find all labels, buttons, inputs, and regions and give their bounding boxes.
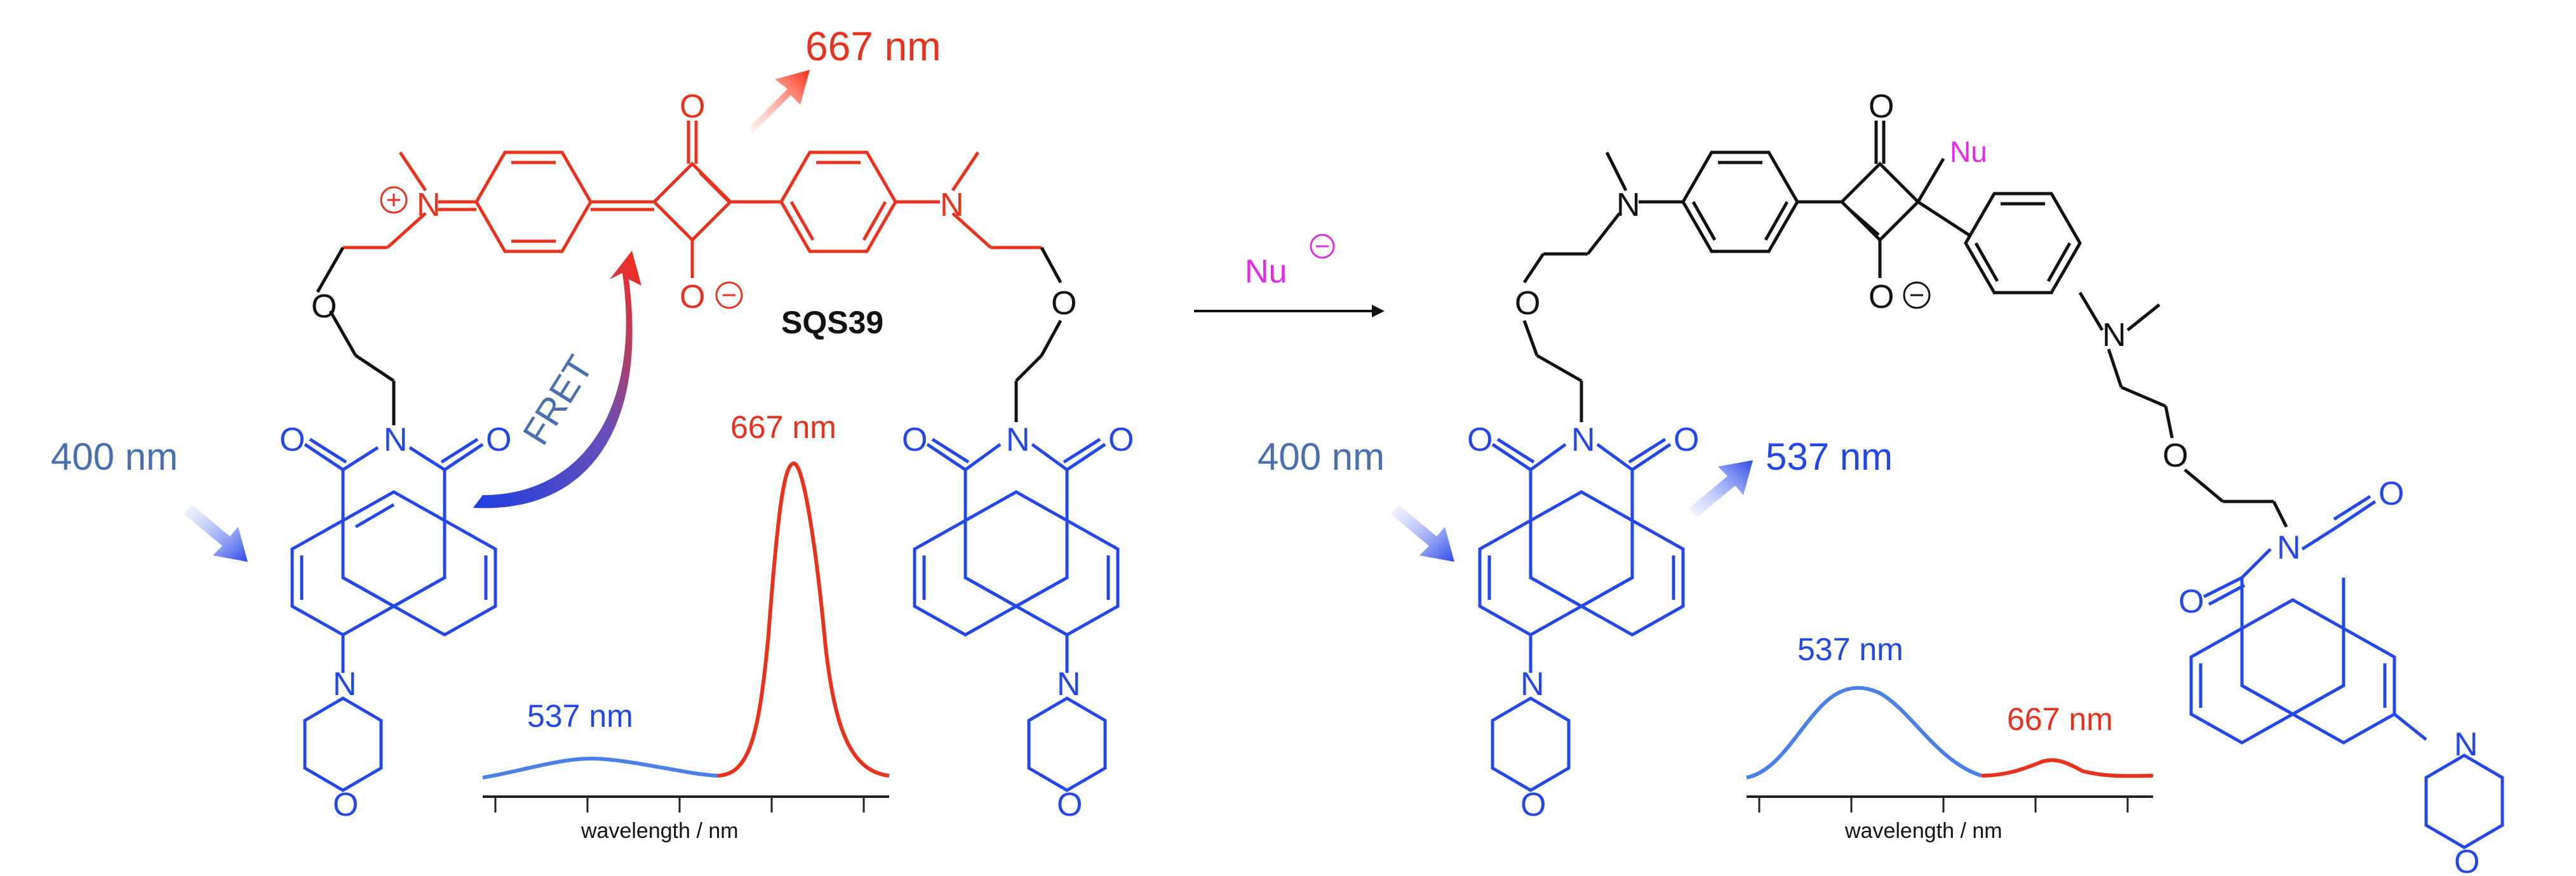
atom-n-morph-right-1: N [1520, 666, 1545, 703]
reaction-arrow [1194, 305, 1385, 317]
charge-symbols [380, 186, 1931, 309]
spectrum-left-red-label: 667 nm [730, 409, 836, 445]
atom-n-plus-left: N [417, 187, 441, 223]
atom-n-right-red: N [940, 187, 964, 223]
blue-emission-arrow-right [1689, 460, 1753, 517]
atom-o-ether-right-mol: O [1515, 285, 1540, 322]
blue-excitation-arrow-left [184, 505, 248, 562]
atom-o-morph-left: O [333, 786, 358, 823]
atom-o-morph-left-2: O [1057, 786, 1082, 823]
reagent-label: Nu [1245, 253, 1287, 290]
atom-o-top-left: O [680, 88, 705, 125]
left-ether-chain [316, 246, 396, 425]
naphthalimide-right-2 [2189, 494, 2504, 849]
atom-o-imide-right-1b: O [1674, 421, 1699, 458]
right-ether-chain [1014, 246, 1063, 422]
spectrum-right-red-label: 667 nm [2007, 701, 2113, 737]
atom-o-imide-right-2a: O [2378, 475, 2404, 512]
compound-name: SQS39 [781, 305, 883, 340]
emission-label-right: 537 nm [1766, 435, 1893, 478]
spectrum-left-blue-curve [482, 756, 718, 780]
spectrum-right-axis-label: wavelength / nm [1844, 819, 2002, 843]
nu-label: Nu [1950, 135, 1987, 168]
atom-o-morph-right-2: O [2454, 844, 2479, 876]
atom-n-right-mol-2: N [2102, 317, 2126, 354]
excitation-label-right: 400 nm [1258, 435, 1385, 478]
spectrum-left [482, 461, 890, 813]
atom-o-imide-right-2b: O [2178, 583, 2204, 620]
atom-n-right-mol: N [1616, 187, 1640, 223]
spectrum-left-blue-label: 537 nm [527, 698, 633, 734]
atom-n-imide-right-1: N [1571, 421, 1595, 458]
spectrum-right [1746, 686, 2154, 813]
spectrum-left-red-curve [717, 461, 890, 778]
atom-o-ether-right-mol-2: O [2163, 437, 2188, 474]
naphthalimide-left [290, 437, 497, 792]
atom-o-imide-left-2a: O [902, 421, 927, 458]
emission-top-label: 667 nm [805, 23, 941, 69]
atom-n-imide-right-2: N [2277, 529, 2301, 566]
atom-n-morph-right-2: N [2454, 726, 2478, 763]
atom-o-minus-left: O [680, 279, 705, 315]
atom-o-imide-left-b: O [486, 421, 511, 458]
excitation-label-left: 400 nm [51, 435, 178, 478]
atom-o-ether-right: O [1051, 285, 1077, 322]
spectrum-right-blue-curve [1746, 686, 1982, 780]
squaraine-core-left [343, 121, 1042, 278]
spectrum-left-axis-label: wavelength / nm [580, 819, 739, 843]
atom-o-ether-left: O [311, 288, 337, 325]
atom-o-imide-left-a: O [279, 421, 305, 458]
red-emission-arrow-left [749, 70, 810, 133]
naphthalimide-right-1 [1478, 437, 1685, 792]
right-molecule-core [1522, 121, 2288, 528]
atom-n-morph-left-2: N [1057, 666, 1081, 703]
atom-n-imide-left: N [384, 421, 408, 458]
fret-arrow [473, 251, 641, 508]
atom-o-top-right: O [1868, 88, 1894, 125]
fret-label: FRET [515, 348, 601, 452]
atom-o-imide-left-2b: O [1108, 421, 1134, 458]
atom-n-imide-left-2: N [1006, 421, 1030, 458]
naphthalimide-left-2 [913, 437, 1120, 792]
blue-excitation-arrow-right [1391, 505, 1454, 562]
spectrum-right-red-curve [1981, 758, 2154, 778]
atom-o-minus-right: O [1868, 279, 1894, 315]
nu-anion-circle [1310, 234, 1335, 259]
spectrum-right-blue-label: 537 nm [1797, 632, 1903, 667]
atom-o-imide-right-1a: O [1467, 421, 1493, 458]
atom-n-morph-left: N [333, 666, 357, 703]
atom-o-morph-right-1: O [1520, 786, 1546, 823]
